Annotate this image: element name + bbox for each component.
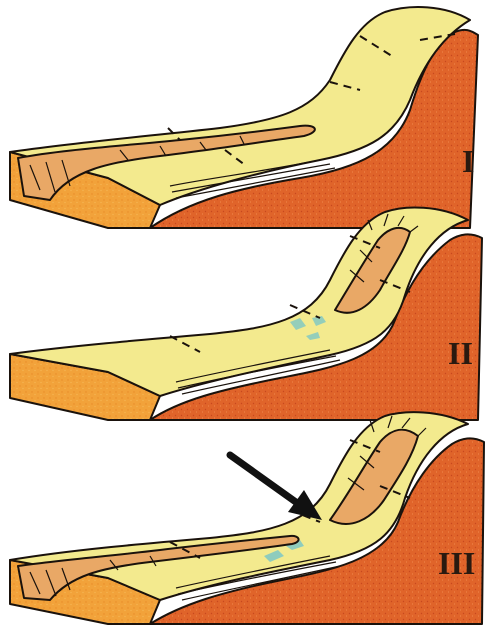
stage-3-label: III — [438, 545, 475, 581]
stage-3-arrow — [230, 455, 322, 520]
stage-3-panel: III — [10, 412, 484, 624]
stage-2-label: II — [448, 335, 473, 371]
stage-1-panel: I — [10, 7, 478, 228]
stage-1-label: I — [462, 143, 474, 179]
stage-2-panel: II — [10, 207, 482, 420]
